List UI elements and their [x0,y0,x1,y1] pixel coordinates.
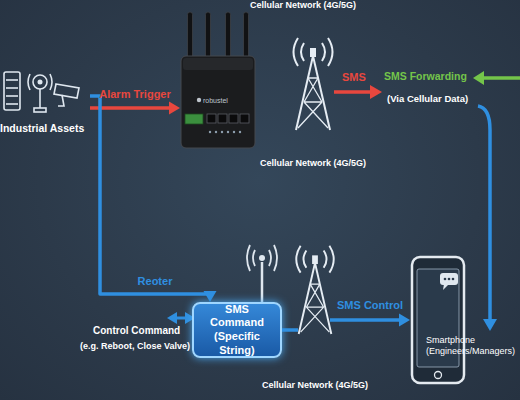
router-antenna [244,12,249,60]
node-label: Industrial Assets [0,122,90,135]
logo-text: robustel [203,97,228,105]
phone-button [435,372,442,379]
router-top-face [183,58,253,70]
annotation: (Via Cellular Data) [387,94,468,105]
node-label: Smartphone (Engineers/Managers) [426,335,518,357]
router-antenna [188,12,193,60]
forward-arrow-line [482,76,520,80]
status-led [209,131,211,133]
chat-bubble [440,273,458,285]
chat-dot [452,278,455,281]
radio-waves [296,246,333,273]
process-box: SMS Command (Specific String) [192,302,282,358]
tower-brace [301,284,330,332]
annotation: Control Command [93,325,180,337]
terminal-block [185,114,203,124]
cell-tower [290,240,340,336]
edge-label: Reoter [138,275,173,288]
camera-mount [58,95,64,106]
annotation: SMS [342,71,366,84]
forward-arrow-head [473,71,484,85]
forward-line [478,106,490,320]
status-led [233,131,235,133]
connector-line [282,328,298,332]
tower-brace [298,78,328,128]
router-logo-dot [197,98,201,102]
connector-line [90,96,210,294]
router-body [181,56,255,148]
radio-waves [294,38,333,66]
status-led [221,131,223,133]
chat-dot [448,278,451,281]
tower-node: Cellular Network (4G/5G) [290,240,340,336]
sensor-head [33,75,47,89]
connector-arrow [90,102,180,115]
control-arrow-head-left [167,312,177,324]
camera-body [54,84,79,98]
tower-leg [299,263,315,334]
server-rack-slot [6,79,18,81]
tower-leg [296,56,313,130]
chat-bubble-tail [443,284,449,290]
smartphone-icon [410,255,466,385]
assets-node: Industrial Assets [0,66,90,138]
status-led [239,131,241,133]
connector-line [90,106,172,110]
edge-label: SMS Control [337,299,403,312]
arrow-head [204,291,217,302]
chat-dot [444,278,447,281]
tower-leg [313,56,330,130]
sms-arrow-head [370,85,382,99]
node-label: Cellular Network (4G/5G) [248,158,378,169]
phone-node: Smartphone (Engineers/Managers) [410,255,466,385]
tower-node: Cellular Network (4G/5G) [288,28,338,136]
connector-arrow [90,96,217,302]
connector-arrow [330,314,410,327]
node-label: Cellular Network (4G/5G) [250,0,385,11]
server-rack-slot [6,103,18,105]
tower-leg [315,263,331,334]
node-label: Cellular Network (4G/5G) [250,380,380,391]
ethernet-port [229,114,238,123]
sensor-core [38,80,43,85]
server-rack-slot [6,95,18,97]
arrow-head [169,102,180,115]
phone-frame [412,257,464,383]
router-antenna [206,12,211,60]
edge-label: Alarm Trigger [99,88,171,101]
ethernet-port [240,114,249,123]
connector-line [330,318,402,322]
arrow-head [399,314,410,327]
antenna-tip [259,255,265,261]
server-rack-icon [4,72,20,110]
sensor-pole [39,89,41,108]
status-led [227,131,229,133]
tower-head [310,48,316,57]
connector-arrow [282,330,298,331]
cell-tower [288,28,338,136]
router-device [180,0,256,150]
sensor-waves [28,74,52,90]
server-rack-slot [6,87,18,89]
ethernet-port [218,114,227,123]
antenna-waves [247,245,277,271]
control-double-arrow [176,317,186,320]
sensor-base [34,108,46,112]
ethernet-port [207,114,216,123]
asset-icons [0,66,90,116]
router-antenna [226,12,231,60]
router-node: Cellular Network (4G/5G) [180,0,256,150]
sms-arrow-line [334,90,372,94]
status-led [215,131,217,133]
tower-head [312,255,318,264]
antenna-mast [261,262,264,302]
box-text: SMS Command (Specific String) [197,303,277,358]
annotation: SMS Forwarding [384,70,467,82]
annotation: (e.g. Reboot, Close Valve) [80,341,190,351]
forward-line-head [483,319,497,331]
